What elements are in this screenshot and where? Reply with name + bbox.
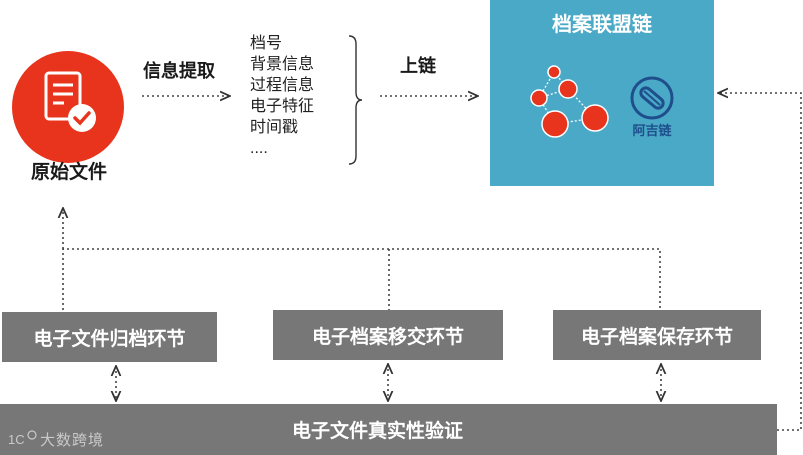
chain-sub-label: 阿吉链 xyxy=(632,123,672,138)
field-item: 过程信息 xyxy=(250,77,315,94)
field-bracket xyxy=(348,35,363,165)
watermark-logo-icon: 1C xyxy=(8,430,37,447)
alliance-chain-box xyxy=(490,0,714,186)
document-check-icon xyxy=(44,71,96,132)
stage-bus-line xyxy=(62,248,661,310)
svg-text:1C: 1C xyxy=(8,432,25,447)
feedback-arrow xyxy=(718,93,802,431)
source-label: 原始文件 xyxy=(30,162,107,183)
watermark-text: 大数跨境 xyxy=(40,432,105,449)
field-list: 档号 背景信息 过程信息 电子特征 时间戳 .... xyxy=(250,33,314,159)
watermark: 大数跨境 xyxy=(40,429,104,450)
uplink-label: 上链 xyxy=(400,56,436,76)
stage-archiving: 电子文件归档环节 xyxy=(2,312,217,362)
verify-bar xyxy=(0,404,777,455)
verify-label: 电子文件真实性验证 xyxy=(291,421,463,442)
field-item: 时间戳 xyxy=(250,119,299,136)
chain-title: 档案联盟链 xyxy=(552,14,652,36)
extract-label: 信息提取 xyxy=(143,61,215,81)
field-item: 电子特征 xyxy=(250,98,315,115)
field-item: .... xyxy=(250,140,268,157)
chain-link-icon xyxy=(630,76,674,120)
stage-preservation: 电子档案保存环节 xyxy=(553,310,761,360)
source-document-circle xyxy=(12,51,124,163)
field-item: 档号 xyxy=(250,35,283,52)
field-item: 背景信息 xyxy=(250,56,315,73)
stage-transfer: 电子档案移交环节 xyxy=(273,310,503,360)
network-nodes-icon xyxy=(530,65,609,138)
